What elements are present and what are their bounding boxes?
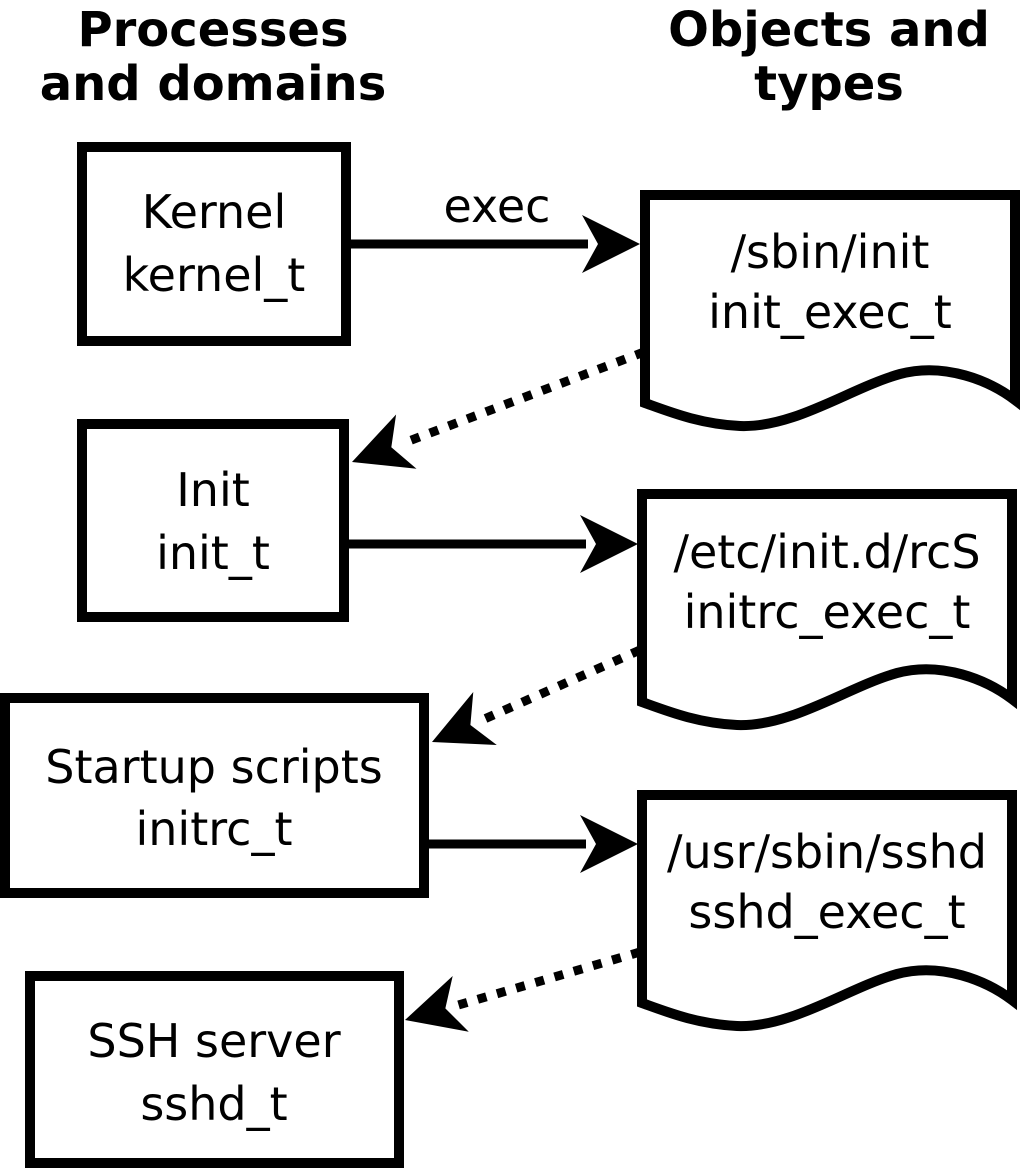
box-startup-scripts-domain: initrc_t: [136, 802, 293, 856]
edge-sbininit-to-init: [399, 347, 646, 449]
arrowhead-rcs-to-initrc: [420, 691, 497, 769]
arrowhead-sshdexec-to-sshd: [396, 976, 469, 1048]
doc-sbin-init-type: init_exec_t: [708, 285, 952, 339]
box-init-label: Init: [176, 463, 250, 517]
box-kernel: [77, 142, 351, 346]
doc-etc-initd-rcs-type: initrc_exec_t: [684, 585, 971, 639]
box-ssh-server: [25, 971, 404, 1168]
object-documents: /sbin/init init_exec_t /etc/init.d/rcS i…: [642, 195, 1015, 1026]
box-ssh-server-domain: sshd_t: [140, 1077, 287, 1131]
box-startup-scripts-label: Startup scripts: [45, 740, 383, 794]
dotted-transition-edges: [341, 347, 646, 1048]
edge-rcs-to-initrc: [478, 645, 642, 726]
edge-sshdexec-to-sshd: [453, 947, 642, 1011]
header-objects-line1: Objects and: [668, 2, 990, 58]
doc-usr-sbin-sshd-path: /usr/sbin/sshd: [667, 825, 987, 879]
header-processes-line1: Processes: [77, 2, 348, 58]
box-init-domain: init_t: [156, 526, 270, 580]
column-headers: Processes and domains Objects and types: [40, 2, 990, 112]
box-ssh-server-label: SSH server: [87, 1014, 340, 1068]
header-processes-line2: and domains: [40, 56, 387, 112]
box-init: [77, 419, 349, 622]
arrowhead-initrc-to-sshd: [580, 815, 638, 873]
box-kernel-label: Kernel: [142, 185, 287, 239]
doc-etc-initd-rcs-path: /etc/init.d/rcS: [673, 525, 980, 579]
doc-usr-sbin-sshd-type: sshd_exec_t: [688, 885, 965, 939]
arrowhead-init-to-rcs: [580, 515, 638, 573]
arrowhead-kernel-to-sbininit: [582, 215, 640, 273]
process-boxes: Kernel kernel_t Init init_t Startup scri…: [0, 142, 429, 1168]
box-kernel-domain: kernel_t: [123, 248, 306, 302]
solid-exec-edges: exec: [342, 179, 640, 873]
doc-sbin-init-path: /sbin/init: [731, 225, 930, 279]
exec-edge-label: exec: [444, 179, 551, 233]
box-startup-scripts: [0, 693, 429, 898]
arrowhead-sbininit-to-init: [341, 414, 417, 490]
header-objects-line2: types: [754, 56, 904, 112]
